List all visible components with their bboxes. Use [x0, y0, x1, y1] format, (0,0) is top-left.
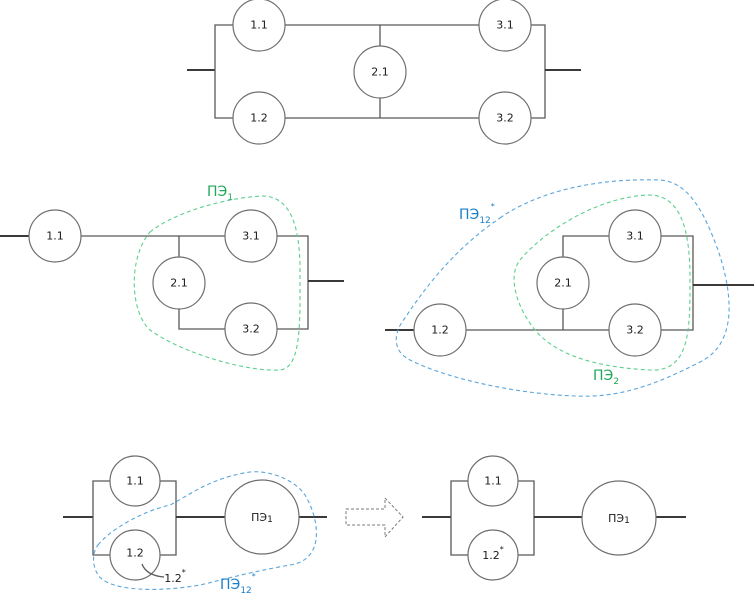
- group-pe1-label: ПЭ1: [207, 184, 233, 203]
- node-3-2: 3.2: [608, 303, 662, 357]
- group-pe12-boundary: [395, 179, 730, 397]
- node-3-1: 3.1: [224, 209, 278, 263]
- node-1-2: 1.2: [413, 303, 467, 357]
- node-1-2: 1.2: [232, 91, 286, 145]
- node-label: 3.1: [242, 230, 260, 243]
- group-pe12-boundary: [92, 471, 317, 590]
- group-pe2-boundary: [513, 194, 691, 371]
- node-label: 1.1: [46, 230, 64, 243]
- callout-leader: [141, 563, 165, 578]
- group-pe12-star-label: ПЭ12*: [459, 202, 495, 226]
- ml-right-rail: [277, 235, 309, 330]
- group-pe1-boundary: [133, 195, 301, 371]
- bl-right-rail: [160, 480, 177, 556]
- br-right-rail: [518, 480, 535, 556]
- node-label: 3.1: [496, 19, 514, 32]
- node-1-2: 1.2: [109, 529, 161, 581]
- node-label: 2.1: [170, 277, 188, 290]
- node-label: 1.1: [484, 475, 502, 488]
- group-pe2-label: ПЭ2: [593, 368, 619, 387]
- br-left-rail: [450, 480, 468, 556]
- node-1-1: 1.1: [467, 455, 519, 507]
- node-label: 3.2: [496, 112, 514, 125]
- node-label: 1.2*: [482, 545, 504, 562]
- node-3-1: 3.1: [478, 0, 532, 52]
- node-label: 2.1: [371, 66, 389, 79]
- node-label: 3.2: [242, 323, 260, 336]
- node-1-1: 1.1: [28, 209, 82, 263]
- node-label: 1.1: [250, 19, 268, 32]
- bottom-left-diagram: 1.1 1.2 ПЭ1 1.2* ПЭ12*: [63, 455, 327, 596]
- node-3-2: 3.2: [224, 302, 278, 356]
- node-pe1: ПЭ1: [581, 480, 657, 556]
- node-label: ПЭ1: [608, 512, 630, 527]
- node-2-1: 2.1: [353, 45, 407, 99]
- node-1-2-star: 1.2*: [467, 529, 519, 581]
- mr-right-rail: [661, 235, 694, 331]
- bottom-right-diagram: 1.1 1.2* ПЭ1: [422, 455, 686, 581]
- node-pe1: ПЭ1: [224, 479, 300, 555]
- bl-left-rail: [92, 480, 110, 556]
- node-3-1: 3.1: [608, 209, 662, 263]
- node-label: 2.1: [554, 277, 572, 290]
- node-3-2: 3.2: [478, 91, 532, 145]
- node-label: 3.2: [626, 324, 644, 337]
- node-1-1: 1.1: [232, 0, 286, 52]
- mr-branch-upper: [562, 235, 609, 257]
- top-right-rail: [531, 24, 546, 119]
- node-1-1: 1.1: [109, 455, 161, 507]
- top-diagram: 1.1 1.2 2.1 3.1 3.2: [187, 0, 581, 145]
- node-label: 1.1: [126, 475, 144, 488]
- ml-branch-lower: [178, 309, 225, 330]
- middle-right-diagram: 1.2 2.1 3.1 3.2 ПЭ2 ПЭ12*: [385, 179, 754, 397]
- node-label: 1.2: [431, 324, 449, 337]
- group-pe12-star-label: ПЭ12*: [220, 572, 256, 596]
- callout-1-2-star: 1.2*: [164, 568, 186, 585]
- middle-left-diagram: 1.1 2.1 3.1 3.2 ПЭ1: [0, 184, 344, 371]
- node-2-1: 2.1: [536, 256, 590, 310]
- transform-arrow-icon: [345, 496, 404, 539]
- node-label: 1.2: [126, 547, 144, 560]
- node-label: ПЭ1: [251, 511, 273, 526]
- node-label: 3.1: [626, 230, 644, 243]
- node-label: 1.2: [250, 112, 268, 125]
- top-left-rail: [214, 24, 233, 119]
- node-2-1: 2.1: [152, 256, 206, 310]
